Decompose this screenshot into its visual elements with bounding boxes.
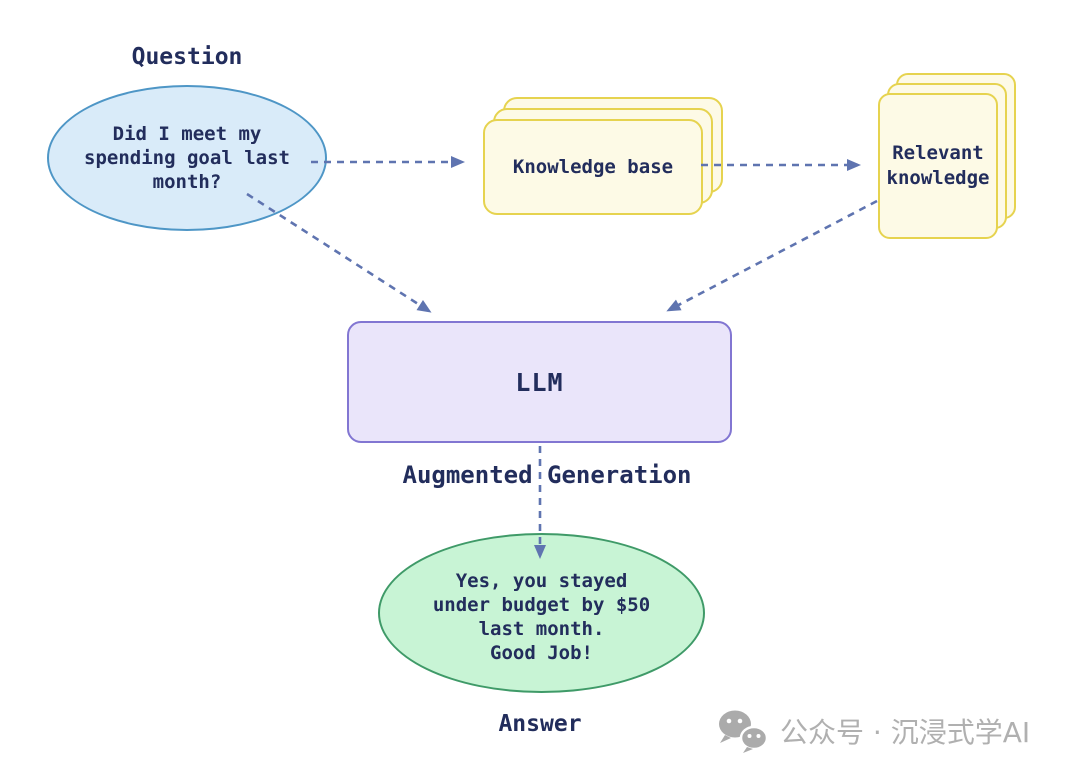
question-bubble-text-line: Did I meet my <box>112 123 262 145</box>
answer-bubble-text-line: under budget by $50 <box>432 594 651 616</box>
llm-box: LLM <box>347 321 732 443</box>
watermark-text: 公众号 · 沉浸式学AI <box>780 716 1031 749</box>
watermark: 公众号 · 沉浸式学AI <box>716 708 1030 754</box>
knowledge-base-label: Knowledge base <box>512 155 674 178</box>
knowledge-base-card: Knowledge base <box>483 119 703 215</box>
augmented-generation-label: Augmented Generation <box>402 461 692 489</box>
answer-bubble-text-line: Yes, you stayed <box>455 570 628 592</box>
relevant-knowledge-label-line: knowledge <box>886 167 990 189</box>
llm-label: LLM <box>515 367 564 397</box>
question-label: Question <box>131 44 243 70</box>
knowledge-base-stack: Knowledge base <box>483 97 725 215</box>
question-bubble: Did I meet my spending goal last month? <box>47 85 327 231</box>
relevant-knowledge-stack: Relevant knowledge <box>878 73 1018 241</box>
answer-bubble-text-line: last month. <box>478 618 605 640</box>
relevant-knowledge-label-line: Relevant <box>892 142 984 164</box>
relevant-knowledge-card: Relevant knowledge <box>878 93 998 239</box>
wechat-icon <box>719 710 769 753</box>
answer-label: Answer <box>498 711 582 737</box>
arrow-relevant-knowledge-to-llm <box>666 199 878 312</box>
answer-bubble: Yes, you stayed under budget by $50 last… <box>378 533 705 693</box>
question-bubble-text-line: month? <box>152 171 222 193</box>
question-bubble-text-line: spending goal last <box>84 147 290 169</box>
answer-bubble-text-line: Good Job! <box>490 642 593 664</box>
